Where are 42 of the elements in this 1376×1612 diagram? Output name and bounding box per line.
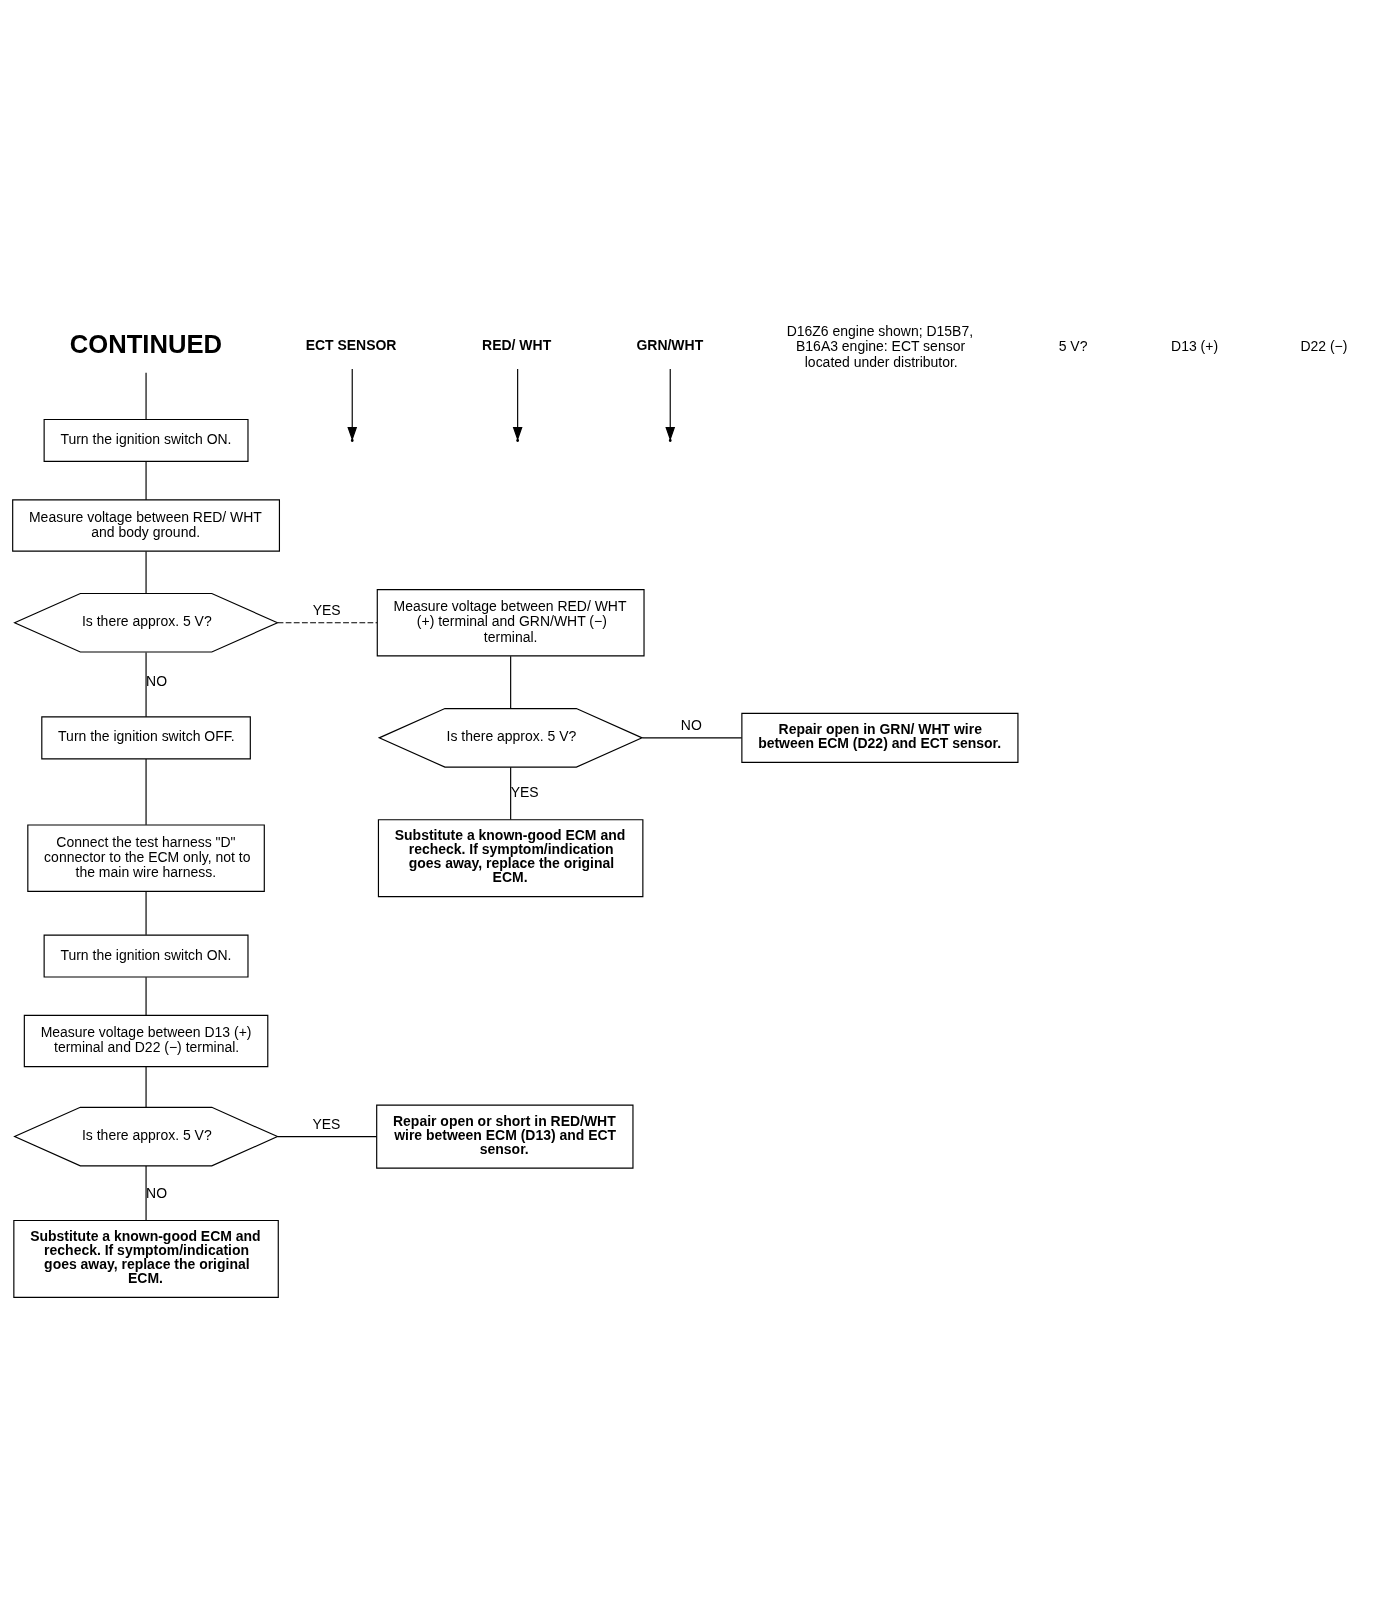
edge-label: YES — [312, 602, 341, 619]
connector — [145, 651, 147, 718]
connector — [510, 766, 512, 821]
connector — [145, 758, 147, 826]
connector — [145, 891, 147, 936]
node-box: Connect the test harness "D" connector to the ECM only, not to the main wire harness. — [27, 824, 265, 892]
connector — [145, 372, 147, 420]
connector — [145, 551, 147, 595]
connector — [510, 655, 512, 710]
arrow — [665, 368, 676, 441]
edge-label: NO — [146, 1184, 168, 1201]
connector — [641, 737, 743, 739]
connector — [277, 622, 378, 624]
edge-label: YES — [312, 1116, 341, 1133]
arrow — [347, 368, 358, 441]
node-box: Repair open or short in RED/WHT wire between ECM (D13) and ECT sensor. — [376, 1104, 634, 1169]
node-box: Turn the ignition switch OFF. — [41, 716, 251, 760]
node-text: CONTINUED — [69, 330, 222, 359]
node-box: Measure voltage between D13 (+) terminal and D22 (−) terminal. — [23, 1014, 269, 1068]
node-box: Substitute a known-good ECM and recheck. If symptom/indication goes away, replace the original ECM. — [377, 819, 644, 898]
node-box: Substitute a known-good ECM and recheck. If symptom/indication goes away, replace the original ECM. — [13, 1219, 279, 1298]
node-box: Turn the ignition switch ON. — [43, 418, 249, 462]
edge-label: NO — [146, 672, 168, 689]
label: D13 (+) — [1171, 338, 1219, 355]
node-text: ECT SENSOR — [305, 337, 397, 354]
node-box: Measure voltage between RED/ WHT (+) terminal and GRN/WHT (−) terminal. — [376, 588, 645, 657]
node-text: RED/ WHT — [482, 337, 552, 354]
label: 5 V? — [1058, 338, 1088, 355]
edge-label: NO — [680, 717, 702, 734]
node-box: Measure voltage between RED/ WHT and body ground. — [12, 499, 280, 552]
connector — [145, 1165, 147, 1221]
node-box: Repair open in GRN/ WHT wire between ECM (D22) and ECT sensor. — [741, 712, 1019, 763]
connector — [145, 461, 147, 501]
label: D16Z6 engine shown; D15B7, B16A3 engine: ECT sensor located under distributor. — [786, 323, 974, 370]
connector — [145, 1066, 147, 1108]
arrow — [512, 368, 523, 441]
edge-label: YES — [510, 784, 539, 801]
node-box: Turn the ignition switch ON. — [43, 934, 249, 978]
connector — [277, 1136, 378, 1138]
label: D22 (−) — [1300, 338, 1348, 355]
node-text: GRN/WHT — [636, 337, 704, 354]
connector — [145, 976, 147, 1016]
